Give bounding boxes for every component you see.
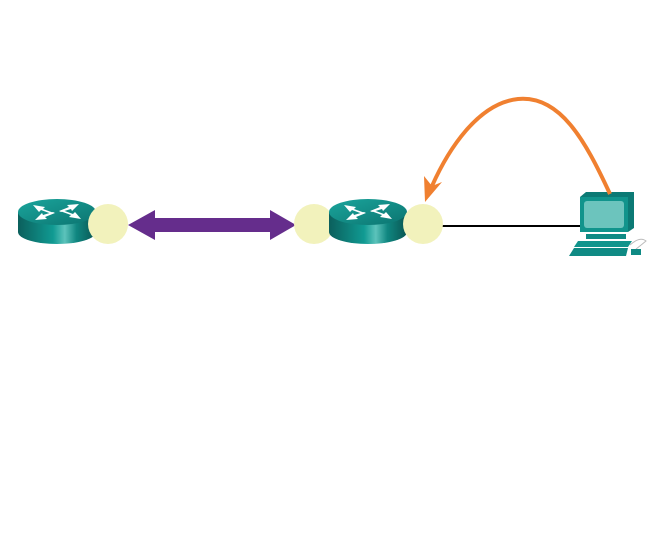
curved-arrow-head	[424, 176, 442, 202]
router-2-icon[interactable]	[329, 199, 407, 244]
desktop-computer-icon[interactable]	[569, 192, 647, 256]
router-1-interface[interactable]	[88, 204, 128, 244]
router-2-interface-right[interactable]	[403, 204, 443, 244]
curved-arrow	[430, 96, 612, 195]
router-2-interface-left[interactable]	[294, 204, 334, 244]
router-1-icon[interactable]	[18, 199, 96, 244]
serial-link-double-arrow	[128, 210, 296, 240]
